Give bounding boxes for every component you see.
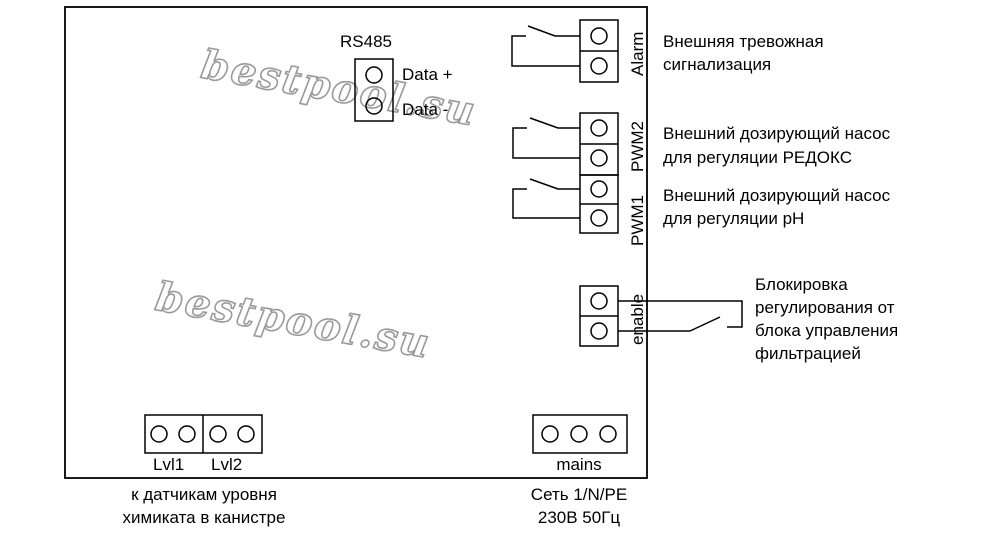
enable-description-line: регулирования от — [755, 298, 895, 317]
pwm2-terminal-block — [579, 112, 619, 176]
pwm1-relay-contact — [512, 178, 580, 219]
mains-label: mains — [556, 455, 601, 474]
pwm1-description-line: Внешний дозирующий насос — [663, 186, 891, 205]
lvl2-label: Lvl2 — [211, 455, 242, 474]
watermark: bestpool.su — [198, 41, 480, 136]
alarm-description-line: сигнализация — [663, 55, 771, 74]
rs485-data-plus-terminal — [365, 66, 383, 84]
enable-description-line: блока управления — [755, 321, 898, 340]
rs485-terminal-block — [354, 58, 394, 122]
pwm2-relay-contact — [512, 117, 580, 159]
rs485-data-minus-terminal — [365, 97, 383, 115]
rs485-title: RS485 — [340, 32, 392, 51]
enable-description-line: Блокировка — [755, 275, 848, 294]
alarm-description-line: Внешняя тревожная — [663, 32, 824, 51]
rs485-data-plus-label: Data + — [402, 65, 453, 84]
enable-external-contact — [618, 300, 743, 332]
mains-terminal-block — [532, 414, 628, 454]
level-terminal-block — [144, 414, 263, 454]
controller-enclosure — [64, 6, 648, 479]
enable-label: enable — [628, 294, 647, 345]
enable-terminal-block — [579, 285, 619, 347]
pwm2-description-line: для регуляции РЕДОКС — [663, 148, 852, 167]
enable-description-line: фильтрацией — [755, 344, 861, 363]
watermark: bestpool.su — [152, 273, 434, 368]
rs485-data-minus-label: Data - — [402, 100, 448, 119]
pwm2-description-line: Внешний дозирующий насос — [663, 124, 891, 143]
pwm2-label: PWM2 — [628, 121, 647, 172]
pwm1-terminal-block — [579, 174, 619, 234]
mains-caption-line: Сеть 1/N/PE — [531, 485, 627, 504]
alarm-label: Alarm — [628, 32, 647, 76]
pwm1-label: PWM1 — [628, 195, 647, 246]
alarm-terminal-block — [579, 19, 619, 83]
level-caption-line: к датчикам уровня — [131, 485, 277, 504]
lvl1-label: Lvl1 — [153, 455, 184, 474]
mains-caption-line: 230В 50Гц — [538, 508, 621, 527]
pwm1-description-line: для регуляции pH — [663, 209, 804, 228]
alarm-relay-contact — [511, 25, 580, 67]
level-caption-line: химиката в канистре — [123, 508, 286, 527]
